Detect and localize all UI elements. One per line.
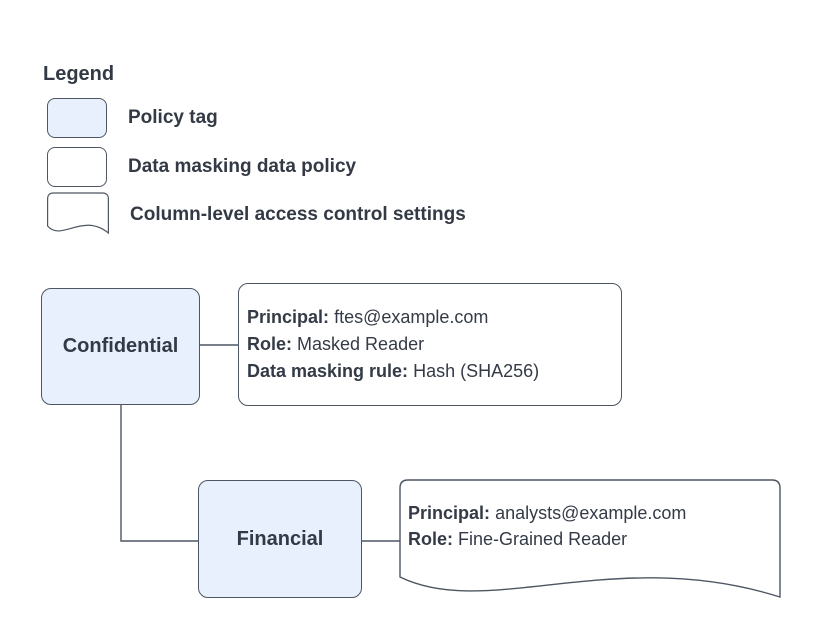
legend-label-data-masking-policy: Data masking data policy <box>128 156 357 177</box>
access-field-principal: Principal:analysts@example.com <box>408 503 687 523</box>
policy-tag-node-confidential: Confidential <box>41 288 200 405</box>
policy-tag-label: Confidential <box>62 335 179 357</box>
legend-label-column-access: Column-level access control settings <box>130 204 466 225</box>
legend-item-column-access: Column-level access control settings <box>47 192 466 238</box>
policy-tag-label: Financial <box>236 527 324 550</box>
legend-title: Legend <box>43 63 115 85</box>
legend-label-policy-tag: Policy tag <box>128 107 218 128</box>
policy-tag-node-financial: Financial <box>198 480 362 598</box>
policy-tag-swatch <box>47 98 107 138</box>
data-masking-policy-swatch <box>47 147 107 187</box>
column-access-swatch <box>47 192 109 235</box>
policy-field-masking-rule: Data masking rule:Hash (SHA256) <box>247 361 540 381</box>
data-masking-policy-node: Principal:ftes@example.com Role:Masked R… <box>238 283 622 406</box>
edge-confidential-to-financial <box>120 405 198 542</box>
column-access-node-text: Principal:analysts@example.com Role:Fine… <box>408 500 773 552</box>
legend-item-data-masking-policy: Data masking data policy <box>47 147 356 187</box>
policy-field-principal: Principal:ftes@example.com <box>247 307 489 327</box>
legend-item-policy-tag: Policy tag <box>47 98 218 138</box>
policy-field-role: Role:Masked Reader <box>247 334 425 354</box>
access-field-role: Role:Fine-Grained Reader <box>408 529 628 549</box>
